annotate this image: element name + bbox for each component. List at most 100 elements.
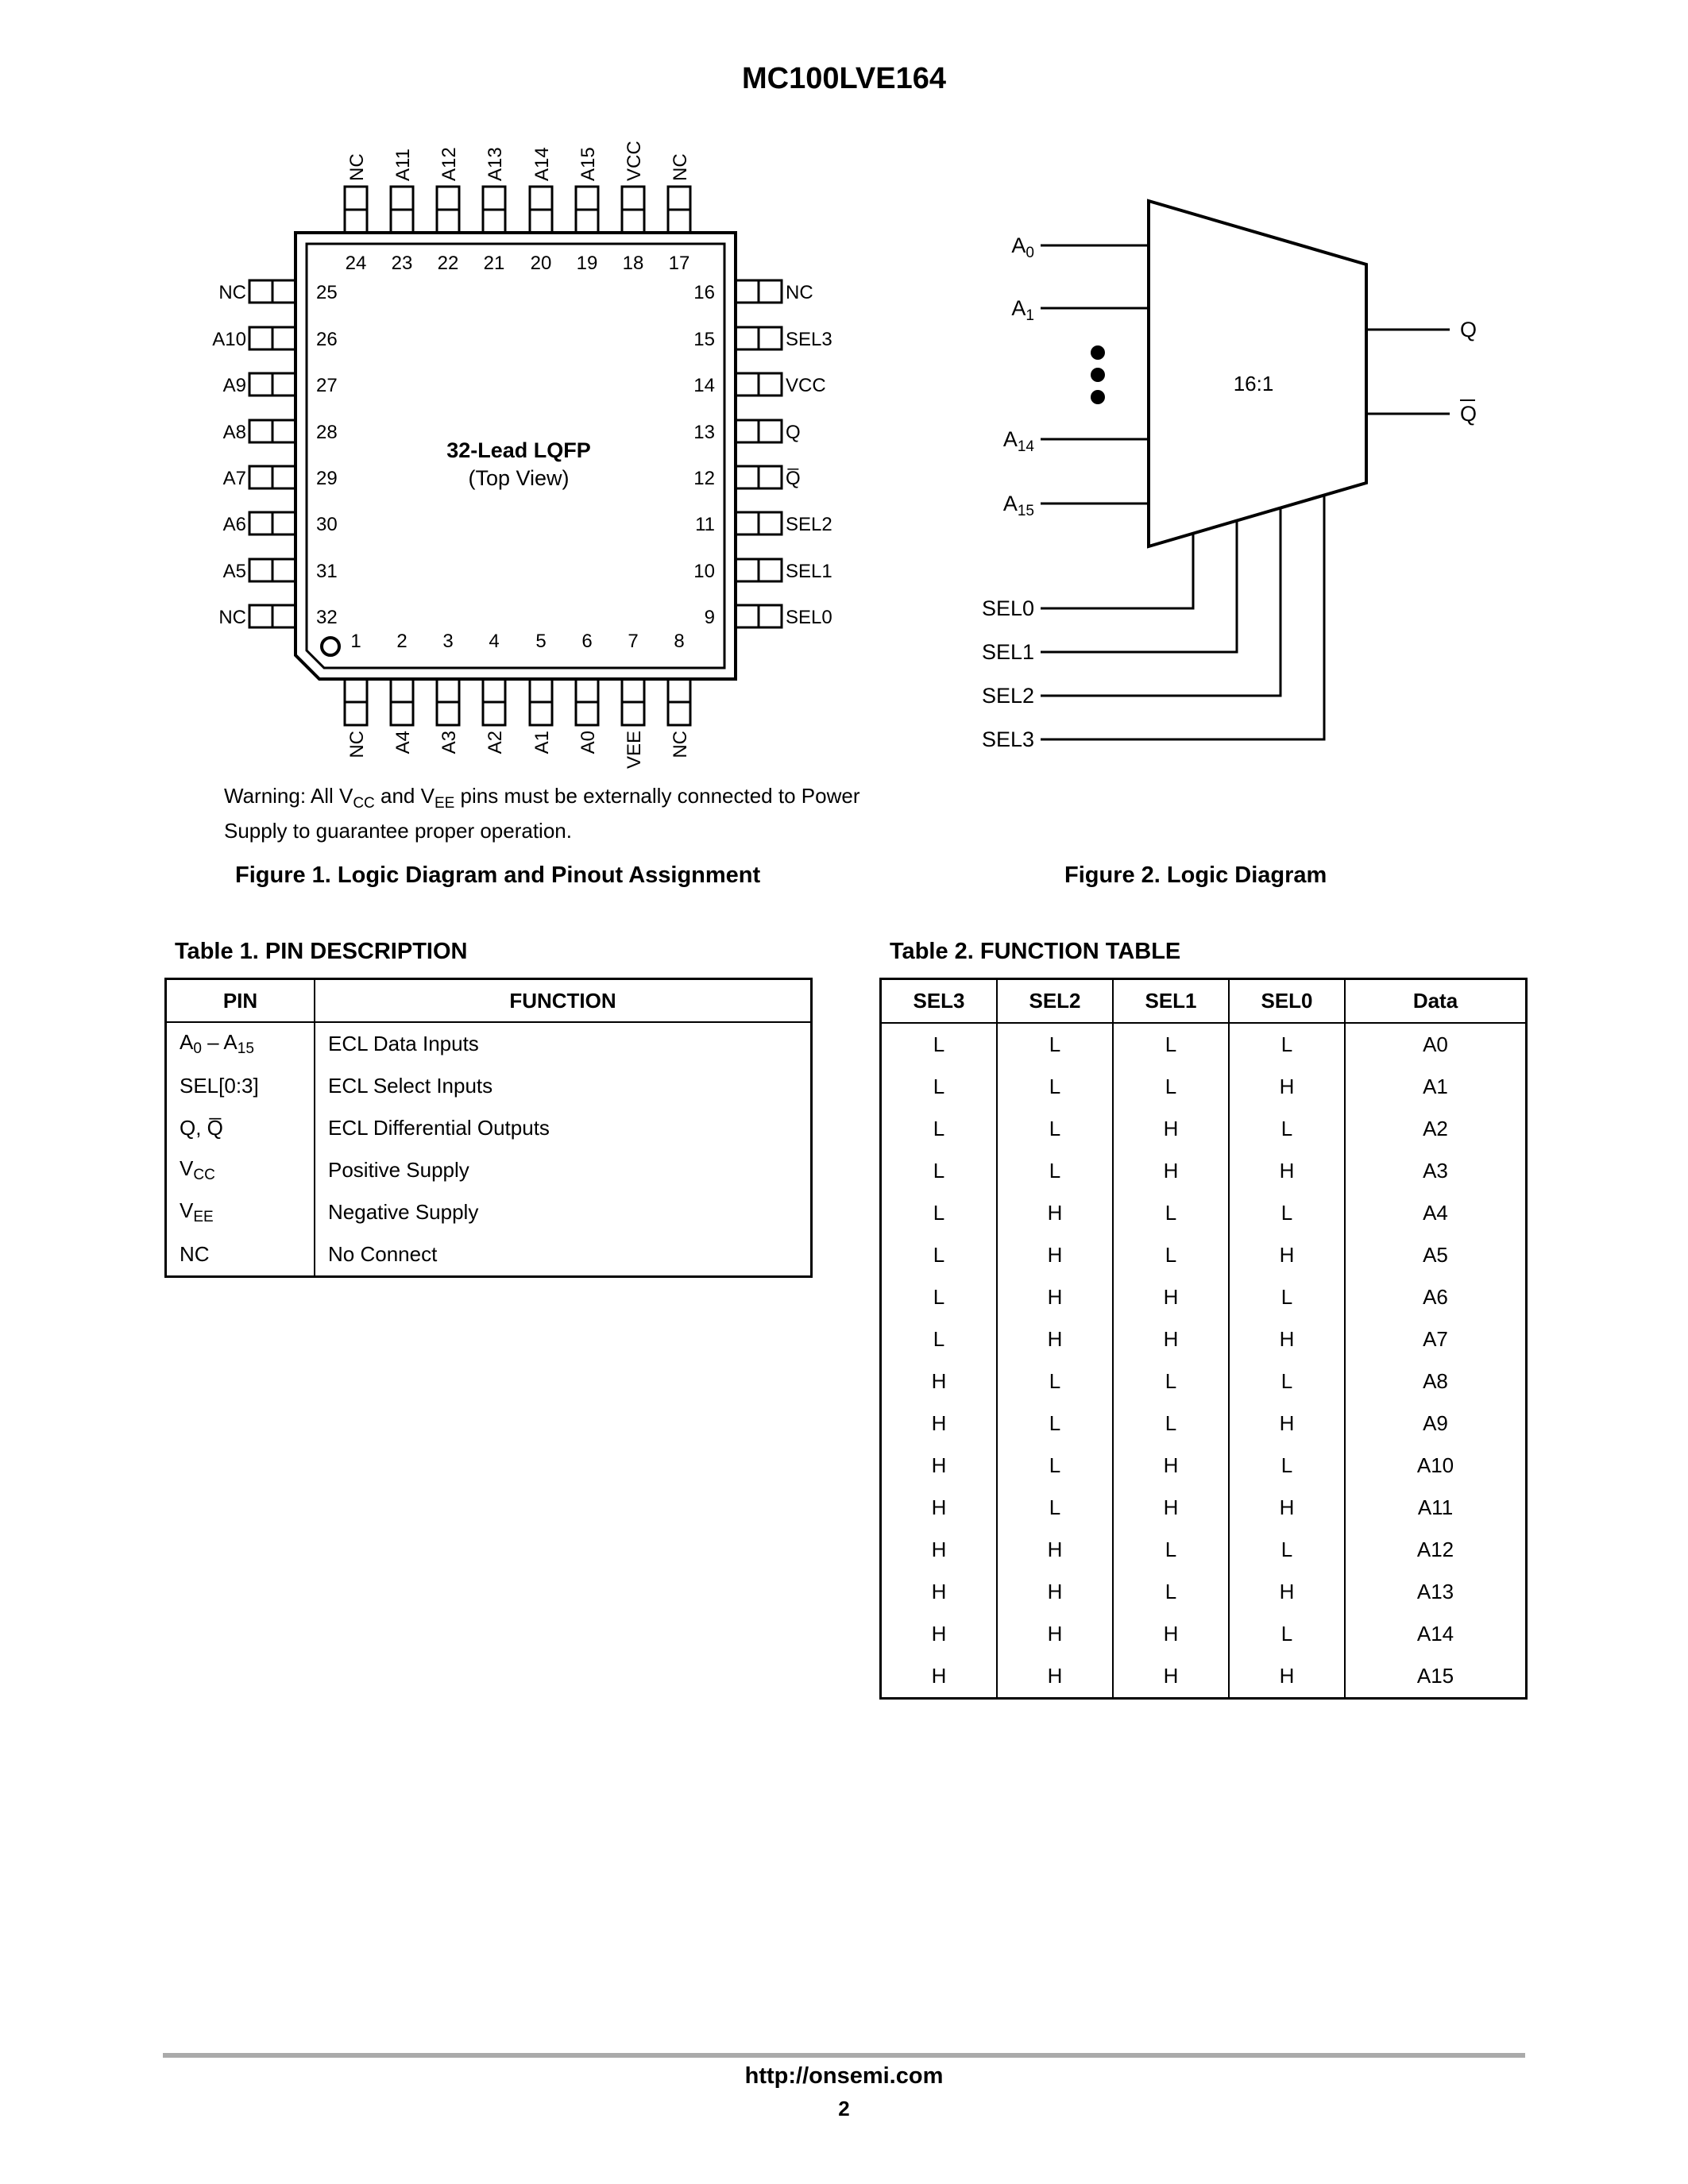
pin-number: 13 <box>693 422 715 443</box>
pin-name: A11 <box>392 149 414 181</box>
table-cell: A1 <box>1423 1075 1448 1098</box>
pin-name: A3 <box>438 731 460 754</box>
pin-number: 22 <box>438 253 459 274</box>
table-cell: H <box>880 1613 998 1655</box>
column-header: Data <box>1345 978 1527 1024</box>
pin-cell: VEE <box>165 1191 315 1233</box>
table-cell: H <box>1113 1108 1230 1150</box>
function-cell: ECL Select Inputs <box>328 1074 493 1098</box>
table1-title: Table 1. PIN DESCRIPTION <box>175 939 468 964</box>
pin-number: 12 <box>693 468 715 489</box>
pin-number: 3 <box>442 631 453 652</box>
pin-number: 26 <box>316 329 338 350</box>
page-title: MC100LVE164 <box>742 62 946 95</box>
table-cell: L <box>1229 1360 1346 1403</box>
pin-number: 17 <box>669 253 690 274</box>
table-cell: H <box>1113 1150 1230 1192</box>
table-cell: L <box>880 1023 998 1066</box>
pin-name: A8 <box>223 422 246 443</box>
pin-number: 14 <box>693 375 715 396</box>
table-cell: H <box>880 1529 998 1571</box>
footer-divider <box>163 2053 1525 2058</box>
table-cell: L <box>1229 1613 1346 1655</box>
table-cell: H <box>997 1276 1114 1318</box>
pin-number: 6 <box>581 631 592 652</box>
mux-body <box>1147 199 1368 549</box>
pin-number: 29 <box>316 468 338 489</box>
footer-url[interactable]: http://onsemi.com <box>744 2063 944 2089</box>
pin-name: NC <box>670 731 691 758</box>
pin-name: A10 <box>212 329 246 350</box>
table-cell: H <box>1113 1613 1230 1655</box>
select-line-sel1 <box>1041 521 1238 654</box>
package-title: 32-Lead LQFP <box>446 438 591 462</box>
table-cell: A4 <box>1423 1201 1448 1225</box>
table-cell: H <box>1113 1487 1230 1529</box>
table-cell: A11 <box>1417 1495 1454 1519</box>
table-cell: L <box>997 1150 1114 1192</box>
table-cell: H <box>997 1571 1114 1613</box>
table-cell: H <box>880 1571 998 1613</box>
table-cell: L <box>1229 1529 1346 1571</box>
pin-name: A5 <box>223 561 246 582</box>
function-cell: Positive Supply <box>328 1158 469 1182</box>
pin-number: 28 <box>316 422 338 443</box>
table-cell: H <box>997 1318 1114 1360</box>
pin-number: 23 <box>392 253 413 274</box>
table-cell: H <box>997 1655 1114 1699</box>
pin-number: 27 <box>316 375 338 396</box>
table-cell: A14 <box>1416 1622 1454 1646</box>
table-cell: L <box>997 1403 1114 1445</box>
table-cell: L <box>1229 1276 1346 1318</box>
logic-diagram: 16:1 A0 A1 A14 A15 Q Q SEL0 SEL1 SEL2 SE… <box>982 199 1477 751</box>
pin-number: 32 <box>316 607 338 628</box>
pin-name: NC <box>218 607 246 628</box>
pin-cell: SEL[0:3] <box>165 1065 315 1107</box>
table-cell: L <box>880 1108 998 1150</box>
table-cell: H <box>880 1487 998 1529</box>
table-cell: L <box>1113 1192 1230 1234</box>
table-cell: L <box>997 1487 1114 1529</box>
table-cell: H <box>1229 1318 1346 1360</box>
table-cell: L <box>1229 1445 1346 1487</box>
table-cell: H <box>997 1192 1114 1234</box>
pin-number: 10 <box>693 561 715 582</box>
pin-name: SEL3 <box>786 329 832 350</box>
pinout-diagram: 24NC23A1122A1221A1320A1419A1518VCC17NC1N… <box>212 141 832 769</box>
select-line-sel0 <box>1041 534 1195 610</box>
pin-number: 25 <box>316 282 338 303</box>
table-cell: H <box>1229 1487 1346 1529</box>
package-inner-outline <box>305 242 726 669</box>
select-label-sel0: SEL0 <box>982 596 1034 620</box>
pin-name: A2 <box>485 731 506 754</box>
table-cell: L <box>997 1108 1114 1150</box>
pin-name: A9 <box>223 375 246 396</box>
table-cell: L <box>1113 1360 1230 1403</box>
table-cell: A12 <box>1416 1538 1454 1561</box>
select-label-sel3: SEL3 <box>982 727 1034 751</box>
pin-cell: VCC <box>165 1149 315 1191</box>
table-cell: H <box>1113 1655 1230 1699</box>
pin-name: VCC <box>786 375 826 396</box>
table-cell: L <box>997 1023 1114 1066</box>
table-cell: L <box>997 1066 1114 1108</box>
column-header: SEL3 <box>880 978 998 1024</box>
table-cell: L <box>1113 1023 1230 1066</box>
table-cell: A9 <box>1423 1411 1448 1435</box>
table-cell: H <box>1113 1276 1230 1318</box>
ellipsis-dot <box>1091 390 1105 404</box>
